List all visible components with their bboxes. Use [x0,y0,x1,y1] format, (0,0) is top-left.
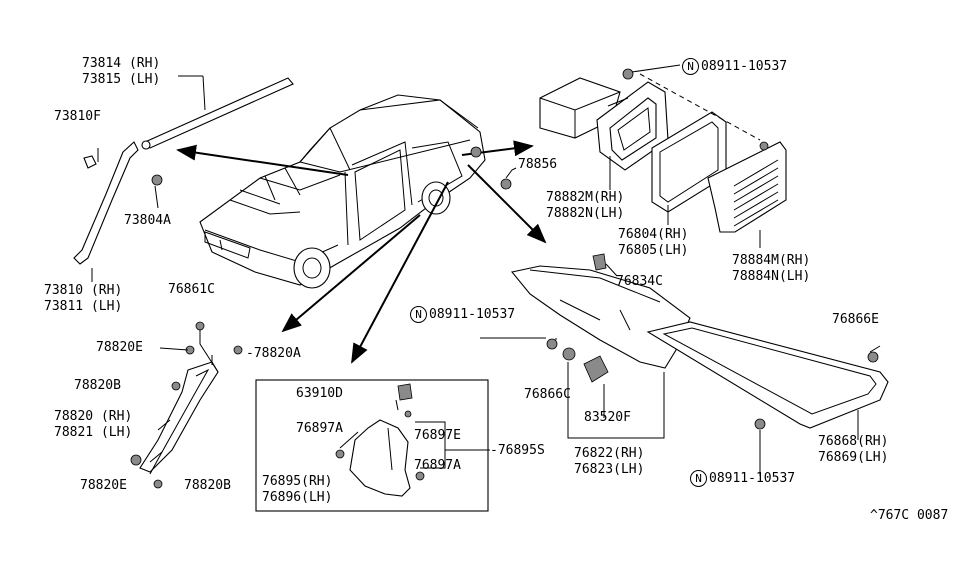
callout-76868: 76868(RH) [818,434,889,449]
callout-78821: 78821 (LH) [54,425,133,440]
callout-63910D: 63910D [296,386,343,401]
callout-76897A-top: 76897A [296,421,343,436]
nut-symbol: N [690,470,707,487]
callout-76866C: 76866C [524,387,571,402]
diagram-code: ^767C 0087 [870,508,949,523]
mudguard-parts [335,383,490,497]
callout-78820: 78820 (RH) [54,409,133,424]
callout-73811: 73811 (LH) [44,299,123,314]
callout-76896: 76896(LH) [262,490,333,505]
vent-duct-assembly [470,64,787,248]
callout-76895S: -76895S [490,443,545,458]
callout-76805: 76805(LH) [618,243,689,258]
callout-83520F: 83520F [584,410,631,425]
callout-78884M: 78884M(RH) [732,253,811,268]
pillar-molding [73,141,163,282]
mudguard-detail-box [255,379,489,512]
callout-76895: 76895(RH) [262,474,333,489]
callout-78820B-top: 78820B [74,378,121,393]
callout-76822: 76822(RH) [574,446,645,461]
callout-73814: 73814 (RH) [82,56,161,71]
callout-78820A: -78820A [246,346,301,361]
callout-76897A-bot: 76897A [414,458,461,473]
callout-78882M: 78882M(RH) [546,190,625,205]
callout-73810: 73810 (RH) [44,283,123,298]
callout-78820E-bot: 78820E [80,478,127,493]
nut-symbol: N [682,58,699,75]
rear-side-trim-panel [480,253,691,439]
callout-73815: 73815 (LH) [82,72,161,87]
callout-78820B-bot: 78820B [184,478,231,493]
callout-78856: 78856 [518,157,558,172]
nut-symbol: N [410,306,427,323]
callout-78884N: 78884N(LH) [732,269,811,284]
callout-76804: 76804(RH) [618,227,689,242]
callout-76866E: 76866E [832,312,879,327]
callout-76869: 76869(LH) [818,450,889,465]
callout-76897E: 76897E [414,428,461,443]
callout-78882N: 78882N(LH) [546,206,625,221]
callout-76861C: 76861C [168,282,215,297]
callout-73810F: 73810F [54,109,101,124]
callout-78820E-top: 78820E [96,340,143,355]
callout-76834C: 76834C [616,274,663,289]
callout-73804A: 73804A [124,213,171,228]
center-pillar-trim [130,321,243,489]
quarter-window-finisher [646,321,889,476]
roof-drip-molding [141,75,294,150]
callout-76823: 76823(LH) [574,462,645,477]
